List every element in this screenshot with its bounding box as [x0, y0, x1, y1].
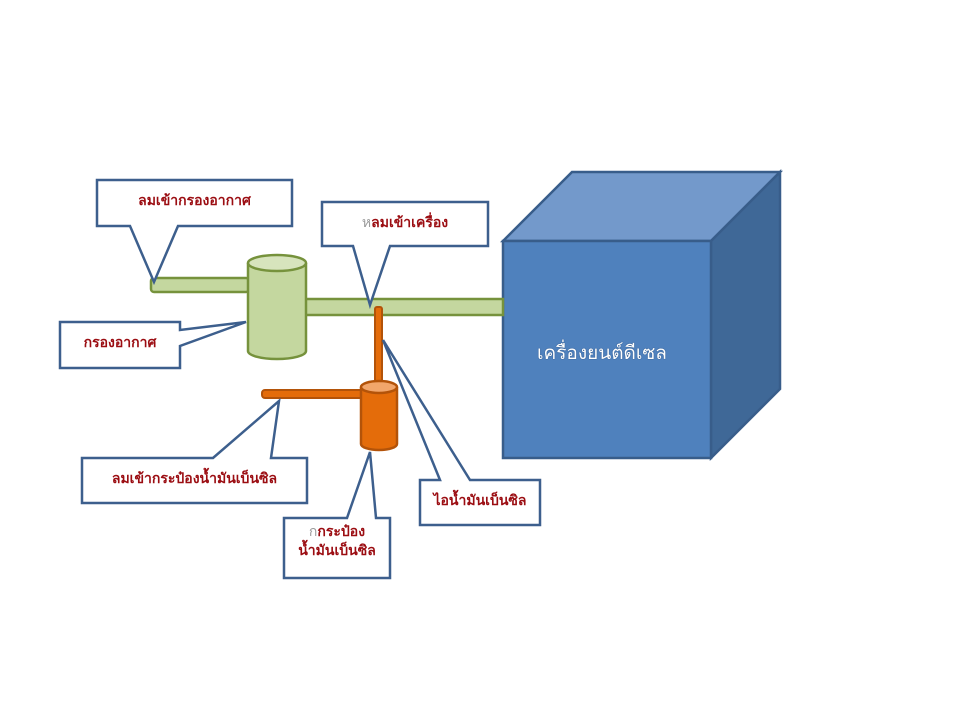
- label-air-to-engine-text: ลมเข้าเครื่อง: [371, 215, 449, 231]
- label-air-filter-text: กรองอากาศ: [83, 335, 157, 351]
- callout-benzene-vapor: [381, 339, 542, 527]
- label-air-to-filter-text: ลมเข้ากรองอากาศ: [138, 193, 251, 209]
- callout-air-to-filter: [95, 178, 294, 286]
- callout-air-to-benzene-can: [80, 397, 309, 505]
- callout-air-to-engine: [320, 200, 490, 310]
- callout-air-filter: [58, 320, 247, 370]
- engine-intake-pipe: [303, 297, 505, 317]
- label-benzene-vapor-text: ไอน้ำมันเบ็นซิล: [433, 493, 527, 509]
- label-benzene-can-line1: กกระป๋อง: [284, 523, 390, 542]
- label-benzene-can-line2: น้ำมันเบ็นซิล: [298, 542, 376, 559]
- callout-benzene-can: [282, 451, 392, 580]
- label-benzene-vapor: ไอน้ำมันเบ็นซิล: [420, 492, 540, 511]
- diesel-engine-cube: [499, 168, 784, 462]
- label-air-to-filter: ลมเข้ากรองอากาศ: [97, 192, 292, 211]
- benzene-can-cylinder: [359, 379, 399, 452]
- vapor-pipe: [374, 306, 383, 390]
- label-air-to-benzene-can: ลมเข้ากระป๋องน้ำมันเบ็นซิล: [82, 470, 307, 489]
- label-benzene-can-line1-text: กระป๋อง: [317, 524, 366, 540]
- label-benzene-can: กกระป๋อง น้ำมันเบ็นซิล: [284, 523, 390, 561]
- air-filter-body: [246, 263, 308, 361]
- benzene-can-body: [359, 387, 399, 452]
- label-air-to-benzene-can-text: ลมเข้ากระป๋องน้ำมันเบ็นซิล: [111, 471, 278, 487]
- air-filter-cylinder: [246, 253, 308, 361]
- benzene-can-top: [359, 379, 399, 395]
- label-benzene-can-prefix: ก: [308, 524, 318, 540]
- label-air-to-engine: หลมเข้าเครื่อง: [322, 214, 488, 233]
- air-filter-top: [246, 253, 308, 273]
- can-inlet-pipe: [261, 389, 364, 399]
- engine-label: เครื่องยนต์ดีเซล: [537, 342, 667, 364]
- label-air-filter: กรองอากาศ: [60, 334, 180, 353]
- label-air-to-engine-prefix: ห: [361, 215, 372, 231]
- engine-front-face: [501, 239, 713, 460]
- filter-inlet-pipe: [149, 276, 251, 294]
